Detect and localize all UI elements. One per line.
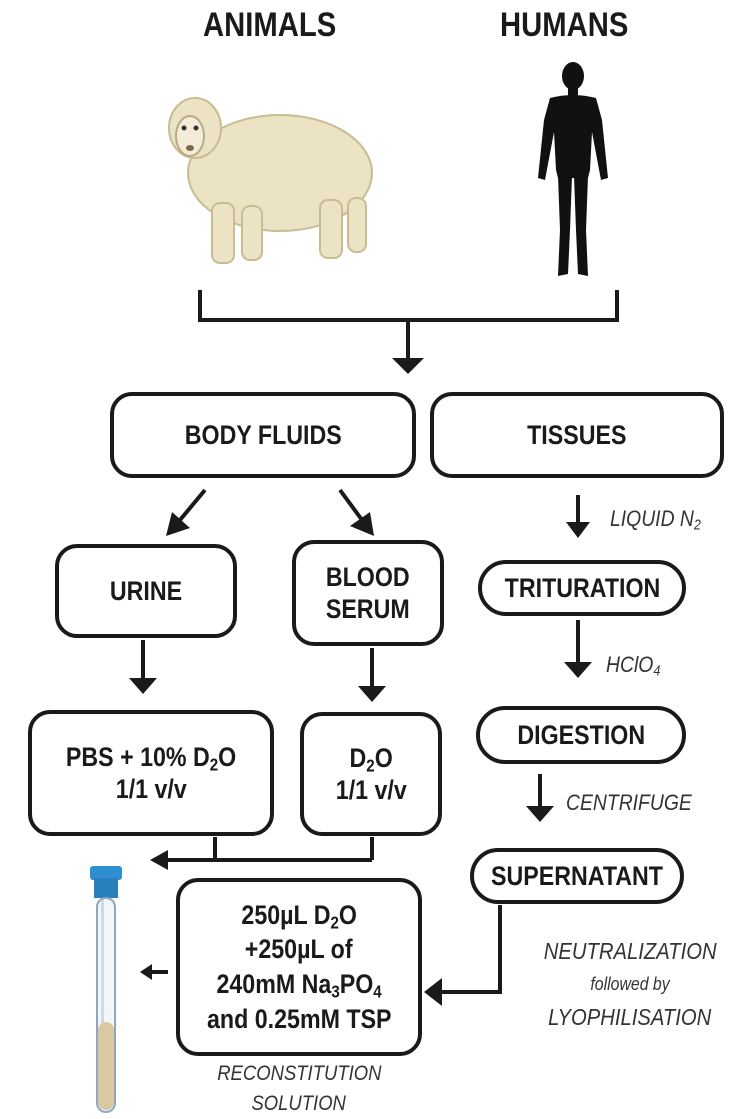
recon-line4: and 0.25mM TSP <box>207 1002 392 1037</box>
tissues-label: TISSUES <box>527 419 626 451</box>
urine-label: URINE <box>110 575 182 607</box>
serum-label: SERUM <box>326 593 410 625</box>
lyophilisation-label: LYOPHILISATION <box>512 1004 748 1031</box>
nmr-tube-icon <box>86 864 126 1116</box>
tissues-box: TISSUES <box>430 392 724 478</box>
liquid-n2-label: LIQUID N2 <box>610 506 713 532</box>
pbs-d2o-box: PBS + 10% D2O 1/1 v/v <box>28 710 274 836</box>
body-fluids-label: BODY FLUIDS <box>185 419 342 451</box>
hclo4-label: HClO4 <box>606 652 668 678</box>
recon-line1: 250µL D2O <box>241 898 357 933</box>
blood-label: BLOOD <box>326 561 410 593</box>
d2o-box: D2O 1/1 v/v <box>300 712 442 836</box>
trituration-box: TRITURATION <box>478 560 686 616</box>
digestion-label: DIGESTION <box>517 719 645 751</box>
reconstitution-box: 250µL D2O +250µL of 240mM Na3PO4 and 0.2… <box>176 878 422 1056</box>
reconstitution-label: RECONSTITUTION <box>176 1062 422 1086</box>
digestion-box: DIGESTION <box>476 706 686 764</box>
supernatant-box: SUPERNATANT <box>470 848 684 904</box>
recon-line3: 240mM Na3PO4 <box>216 967 381 1002</box>
solution-label: SOLUTION <box>176 1092 422 1116</box>
supernatant-label: SUPERNATANT <box>491 860 663 892</box>
pbs-ratio: 1/1 v/v <box>115 773 186 805</box>
urine-box: URINE <box>55 544 237 638</box>
trituration-label: TRITURATION <box>504 572 660 604</box>
d2o-ratio: 1/1 v/v <box>335 774 406 806</box>
recon-line2: +250µL of <box>245 932 353 967</box>
followed-by-label: followed by <box>512 974 748 995</box>
d2o-line1: D2O <box>349 742 392 774</box>
body-fluids-box: BODY FLUIDS <box>110 392 416 478</box>
centrifuge-label: CENTRIFUGE <box>566 790 709 816</box>
neutralization-label: NEUTRALIZATION <box>512 938 748 965</box>
pbs-line1: PBS + 10% D2O <box>66 741 236 773</box>
blood-serum-box: BLOOD SERUM <box>292 540 444 646</box>
